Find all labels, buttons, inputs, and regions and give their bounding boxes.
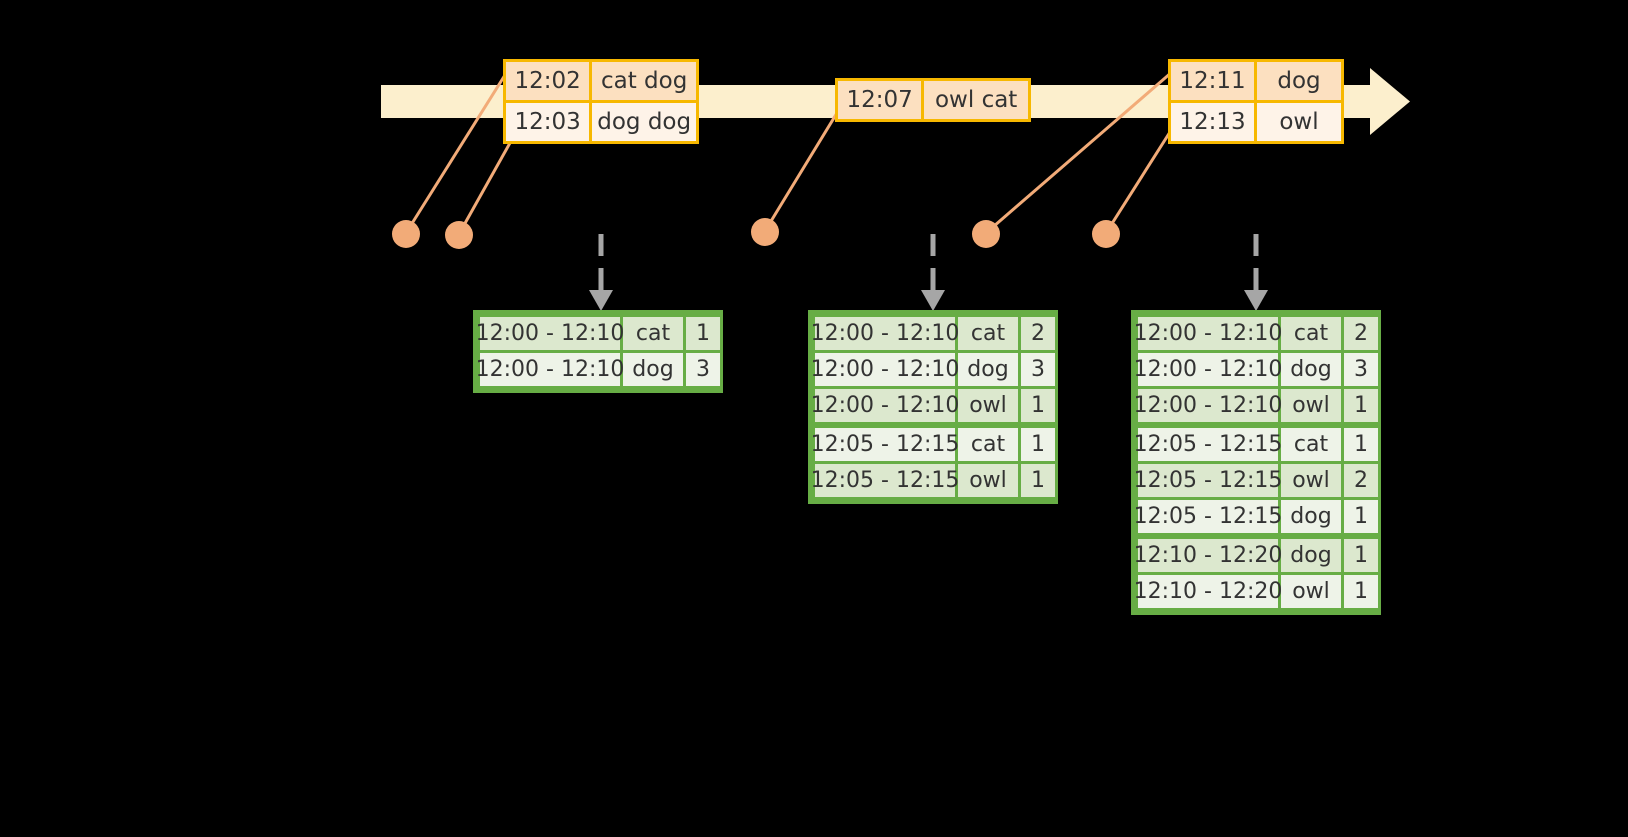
word-cell: cat [958,428,1018,461]
event-time: 12:03 [506,103,590,141]
event-row[interactable]: 12:07 owl cat [838,81,1028,119]
word-cell: dog [958,353,1018,386]
table-row[interactable]: 12:10 - 12:20 owl 1 [1134,575,1378,608]
word-cell: owl [1281,464,1341,497]
count-cell: 1 [686,317,720,350]
word-cell: cat [623,317,683,350]
count-cell: 1 [1021,464,1055,497]
count-cell: 1 [1344,428,1378,461]
table-row[interactable]: 12:05 - 12:15 cat 1 [811,428,1055,461]
count-cell: 3 [686,353,720,386]
event-group-1[interactable]: 12:02 cat dog 12:03 dog dog [503,59,699,144]
window-cell: 12:10 - 12:20 [1134,575,1282,608]
event-group-2[interactable]: 12:07 owl cat [835,78,1031,122]
trigger-arrow-1 [589,234,613,311]
connector-line-3 [763,107,842,232]
word-cell: dog [1281,500,1341,533]
window-cell: 12:10 - 12:20 [1134,539,1282,572]
window-cell: 12:05 - 12:15 [811,428,959,461]
table-row[interactable]: 12:10 - 12:20 dog 1 [1134,539,1378,572]
watermark-dot-2 [445,221,473,249]
event-time: 12:02 [506,62,590,100]
count-cell: 1 [1344,389,1378,422]
event-words: dog [1254,62,1341,100]
event-words: owl cat [921,81,1028,119]
word-cell: cat [1281,317,1341,350]
watermark-dot-3 [751,218,779,246]
table-row[interactable]: 12:00 - 12:10 owl 1 [1134,389,1378,422]
window-cell: 12:05 - 12:15 [1134,464,1282,497]
count-cell: 1 [1344,539,1378,572]
watermark-dot-4 [972,220,1000,248]
table-row[interactable]: 12:00 - 12:10 cat 2 [1134,317,1378,350]
count-cell: 1 [1021,428,1055,461]
word-cell: dog [623,353,683,386]
count-cell: 2 [1344,317,1378,350]
count-cell: 3 [1344,353,1378,386]
count-cell: 1 [1021,389,1055,422]
window-cell: 12:00 - 12:10 [1134,353,1282,386]
event-words: owl [1254,103,1341,141]
table-row[interactable]: 12:05 - 12:15 owl 1 [811,464,1055,497]
result-table-2[interactable]: 12:00 - 12:10 cat 2 12:00 - 12:10 dog 3 … [808,310,1058,504]
connector-line-1 [404,74,507,234]
table-row[interactable]: 12:05 - 12:15 dog 1 [1134,500,1378,533]
count-cell: 2 [1021,317,1055,350]
trigger-arrow-2 [921,234,945,311]
event-words: dog dog [589,103,696,141]
word-cell: dog [1281,539,1341,572]
word-cell: owl [958,389,1018,422]
window-cell: 12:05 - 12:15 [1134,500,1282,533]
table-row[interactable]: 12:00 - 12:10 cat 1 [476,317,720,350]
word-cell: cat [958,317,1018,350]
table-row[interactable]: 12:00 - 12:10 dog 3 [1134,353,1378,386]
window-cell: 12:00 - 12:10 [811,317,959,350]
table-row[interactable]: 12:00 - 12:10 cat 2 [811,317,1055,350]
event-row[interactable]: 12:11 dog [1171,62,1341,100]
watermark-dots [392,218,1120,249]
window-cell: 12:00 - 12:10 [476,353,624,386]
event-group-3[interactable]: 12:11 dog 12:13 owl [1168,59,1344,144]
window-cell: 12:00 - 12:10 [811,353,959,386]
event-row[interactable]: 12:02 cat dog [506,62,696,100]
word-cell: owl [958,464,1018,497]
table-row[interactable]: 12:00 - 12:10 owl 1 [811,389,1055,422]
watermark-dot-5 [1092,220,1120,248]
event-time: 12:13 [1171,103,1255,141]
event-row[interactable]: 12:03 dog dog [506,100,696,141]
word-cell: owl [1281,389,1341,422]
event-time: 12:07 [838,81,922,119]
window-cell: 12:00 - 12:10 [1134,317,1282,350]
count-cell: 3 [1021,353,1055,386]
result-table-3[interactable]: 12:00 - 12:10 cat 2 12:00 - 12:10 dog 3 … [1131,310,1381,615]
window-cell: 12:00 - 12:10 [1134,389,1282,422]
trigger-arrow-3 [1244,234,1268,311]
table-row[interactable]: 12:00 - 12:10 dog 3 [811,353,1055,386]
count-cell: 1 [1344,575,1378,608]
count-cell: 2 [1344,464,1378,497]
event-row[interactable]: 12:13 owl [1171,100,1341,141]
event-words: cat dog [589,62,696,100]
window-cell: 12:00 - 12:10 [811,389,959,422]
table-row[interactable]: 12:05 - 12:15 cat 1 [1134,428,1378,461]
word-cell: cat [1281,428,1341,461]
window-cell: 12:05 - 12:15 [811,464,959,497]
event-time: 12:11 [1171,62,1255,100]
table-row[interactable]: 12:05 - 12:15 owl 2 [1134,464,1378,497]
watermark-dot-1 [392,220,420,248]
window-cell: 12:00 - 12:10 [476,317,624,350]
trigger-arrows [589,234,1268,311]
table-row[interactable]: 12:00 - 12:10 dog 3 [476,353,720,386]
connector-line-5 [1104,131,1172,234]
result-table-1[interactable]: 12:00 - 12:10 cat 1 12:00 - 12:10 dog 3 [473,310,723,393]
count-cell: 1 [1344,500,1378,533]
word-cell: dog [1281,353,1341,386]
word-cell: owl [1281,575,1341,608]
window-cell: 12:05 - 12:15 [1134,428,1282,461]
